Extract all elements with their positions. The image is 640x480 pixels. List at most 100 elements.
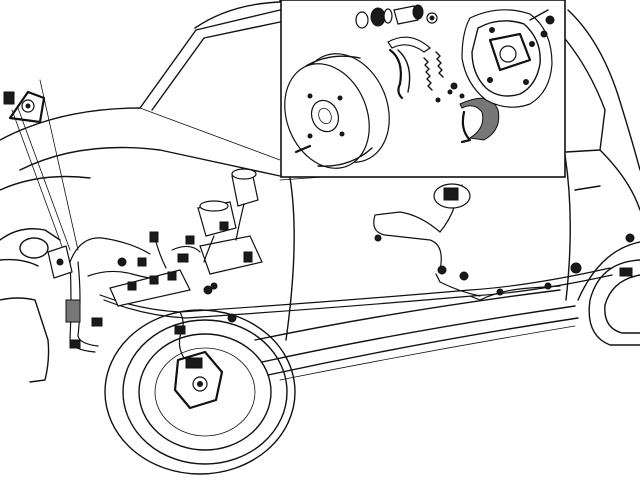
rear-cross-line-2 — [435, 273, 481, 297]
spring-anchor-2 — [447, 89, 453, 95]
pedal-rod-b — [17, 107, 71, 251]
spring-anchor-1 — [435, 97, 441, 103]
rocker-trim — [267, 317, 579, 376]
backing-plate-bolt-4 — [487, 77, 493, 83]
hood-edge — [0, 175, 91, 191]
front-wheel-cylinder — [185, 357, 203, 369]
return-spring-1 — [423, 57, 433, 91]
drum-bolt — [294, 144, 312, 154]
front-right-line — [179, 311, 184, 331]
rear-tee — [459, 271, 469, 281]
fitting-7 — [117, 257, 127, 267]
rear-arch — [577, 241, 640, 301]
rear-clip-b — [496, 288, 504, 296]
front-wheel-arch — [104, 309, 296, 475]
front-loop-top — [69, 237, 151, 263]
pedal-pivot-pin — [25, 103, 31, 109]
drum-rim-bottom — [317, 147, 373, 167]
drum-stud-1 — [307, 93, 313, 99]
backing-plate-center — [499, 45, 517, 63]
car-body — [0, 0, 640, 383]
front-left-line-b — [77, 261, 99, 347]
adjuster-nut — [545, 15, 555, 25]
main-brake-line — [99, 267, 611, 313]
front-grille — [0, 258, 39, 267]
fitting-9 — [227, 313, 237, 323]
master-cylinder-port-b — [149, 275, 159, 285]
main-brake-line-return — [103, 274, 613, 319]
front-hub-nut — [197, 381, 203, 387]
rear-clip-a — [437, 265, 447, 275]
front-bumper — [0, 297, 50, 383]
left-bracket — [65, 299, 81, 323]
rear-clip-c — [544, 282, 552, 290]
front-fender — [0, 228, 61, 241]
headlamp — [19, 237, 49, 259]
return-spring-2 — [435, 51, 444, 78]
shoe-upper-lining — [388, 48, 404, 100]
backing-plate — [461, 9, 555, 108]
fitting-6 — [243, 251, 253, 263]
rear-wheel — [570, 233, 640, 346]
windshield-inner — [151, 21, 281, 111]
cylinder-cap — [412, 4, 424, 20]
rear-tire-inner — [604, 274, 640, 334]
front-tire-outer — [122, 319, 288, 465]
shoe-lower-edge — [460, 110, 472, 144]
brake-drum — [284, 53, 390, 169]
adjuster-bar — [529, 9, 549, 21]
backing-plate-bolt-3 — [523, 79, 529, 85]
rear-door-seam — [564, 154, 571, 301]
front-rim — [154, 347, 256, 437]
pressure-regulator — [199, 235, 263, 275]
shoe-upper-web — [397, 49, 411, 93]
drum-stud-4 — [307, 133, 313, 139]
rear-bracket-b — [625, 233, 635, 243]
fitting-8 — [203, 285, 213, 295]
fitting-5 — [219, 221, 229, 231]
pedal-clip — [3, 91, 15, 105]
regulator-line — [155, 241, 201, 269]
brake-drum-inset — [280, 0, 566, 178]
fitting-10 — [210, 282, 218, 290]
rear-tire-outer — [588, 259, 640, 346]
rear-wheel-cylinder — [619, 267, 633, 277]
windshield-frame — [139, 9, 281, 109]
drum-stud-2 — [337, 95, 343, 101]
cylinder-seal — [383, 8, 393, 24]
rear-hardware — [374, 183, 552, 296]
backing-plate-bolt-2 — [529, 41, 535, 47]
fitting-2 — [137, 257, 147, 267]
fitting-1 — [149, 231, 159, 243]
rear-roof-line — [567, 9, 640, 171]
cylinder-boot — [355, 11, 369, 29]
left-wheel-cyl-bolt — [56, 258, 64, 266]
master-cylinder-group — [47, 168, 263, 349]
pedal-rod-a — [11, 109, 65, 253]
bleed-screw-center — [429, 15, 435, 21]
backing-plate-slot — [488, 32, 532, 72]
rear-clip-d — [374, 234, 382, 242]
adjuster-pin — [540, 30, 548, 38]
wheel-cylinder-parts — [355, 4, 438, 29]
door-seam — [285, 177, 295, 341]
pedal-assembly — [3, 90, 46, 124]
drum-stud-3 — [339, 131, 345, 137]
master-cylinder-body — [109, 269, 191, 307]
left-union — [91, 317, 103, 327]
rocker-lower — [261, 305, 576, 363]
shoe-pin-2 — [459, 93, 465, 99]
rocker-trim-2 — [279, 325, 576, 381]
front-tire-inner — [138, 333, 272, 451]
front-wheel — [104, 309, 296, 475]
master-cylinder-port-c — [167, 271, 177, 281]
roof-line — [194, 0, 281, 29]
backing-plate-inner — [471, 20, 541, 97]
door-handle — [574, 185, 601, 191]
drum-rim-top — [305, 55, 361, 67]
rear-cross-line — [373, 211, 442, 271]
reservoir-line — [203, 203, 245, 263]
rocker-panel — [254, 289, 561, 341]
